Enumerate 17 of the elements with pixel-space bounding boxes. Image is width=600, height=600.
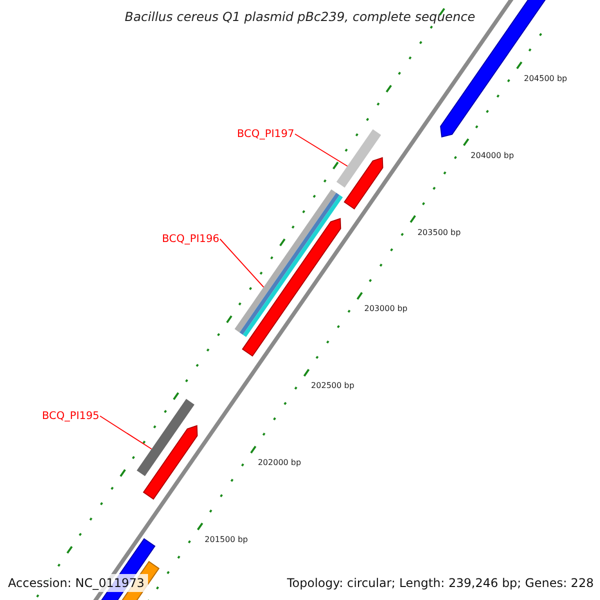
gene-bar (234, 189, 343, 338)
position-label: 202500 bp (311, 381, 354, 390)
gene-label: BCQ_PI195 (42, 410, 100, 422)
sequence-info: Topology: circular; Length: 239,246 bp; Genes: 228 (286, 575, 595, 592)
position-label: 204000 bp (470, 150, 514, 160)
leader-line (294, 134, 348, 167)
position-label: 203000 bp (364, 304, 408, 314)
gene-label: BCQ_PI196 (162, 233, 220, 245)
gene-bar (336, 129, 382, 188)
position-label: 202000 bp (258, 458, 302, 468)
leader-line (100, 416, 152, 450)
position-label: 201500 bp (204, 535, 248, 544)
position-label: 204500 bp (524, 74, 568, 83)
title: Bacillus cereus Q1 plasmid pBc239, complete sequence (124, 9, 476, 24)
gene-label: BCQ_PI197 (237, 128, 294, 140)
position-label: 203500 bp (417, 228, 461, 237)
gene-bar (136, 398, 194, 476)
